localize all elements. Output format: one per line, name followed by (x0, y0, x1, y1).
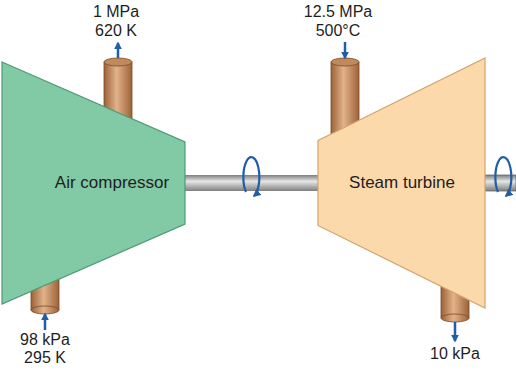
text-holder: Air compressor (50, 173, 174, 193)
rotation-arrow (243, 157, 259, 196)
trapezoid (318, 58, 485, 308)
flow-arrow (117, 43, 120, 58)
flow-arrow (44, 314, 47, 330)
text-holder: Steam turbine (340, 173, 464, 193)
state-label: 500°C (316, 22, 361, 40)
state-label: 98 kPa (20, 331, 70, 349)
state-label: 10 kPa (430, 345, 480, 363)
component-name: Steam turbine (340, 173, 464, 193)
turbine-body: Steam turbine (318, 58, 485, 308)
rotation-arrow (495, 157, 511, 196)
shaft (183, 175, 320, 191)
trapezoid (2, 62, 185, 304)
state-label: 620 K (95, 22, 137, 40)
compressor-body: Air compressor (2, 62, 185, 304)
flow-arrow (344, 42, 347, 58)
state-label: 1 MPa (93, 3, 139, 21)
state-label: 12.5 MPa (304, 3, 372, 21)
state-label: 295 K (24, 349, 66, 367)
component-name: Air compressor (50, 173, 174, 193)
flow-arrow (454, 322, 457, 341)
